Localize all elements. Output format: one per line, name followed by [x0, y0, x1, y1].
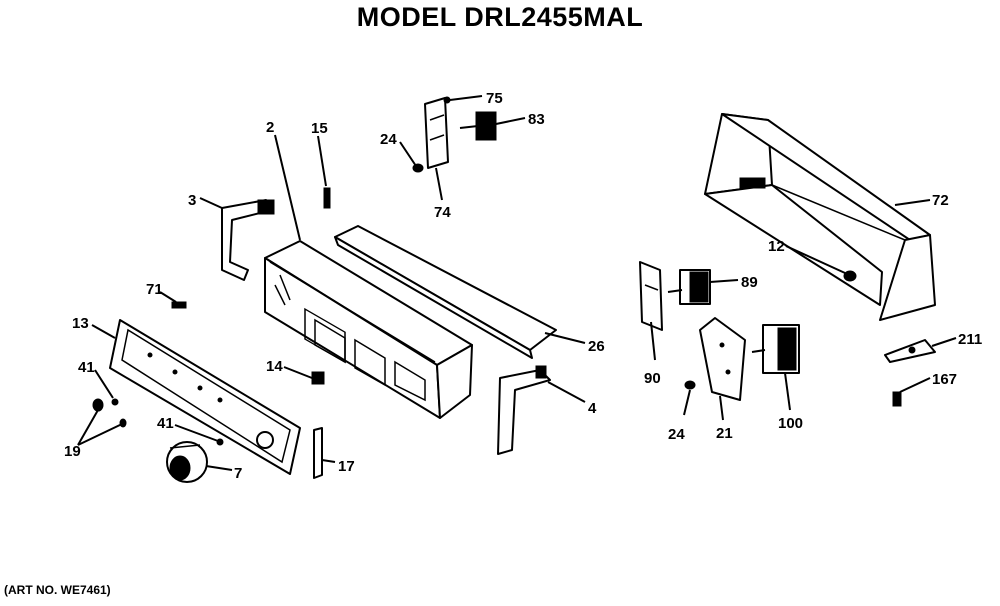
callout-83: 83	[528, 111, 545, 128]
callout-89: 89	[741, 274, 758, 291]
callout-14: 14	[266, 358, 283, 375]
leader-lines	[77, 95, 957, 471]
callout-24-upper: 24	[380, 131, 397, 148]
callout-211: 211	[958, 331, 982, 348]
callout-17: 17	[338, 458, 355, 475]
timer-100-part	[751, 324, 800, 374]
mounting-plate-21-part	[699, 317, 746, 401]
control-panel-face-part	[109, 319, 301, 475]
diagram-title: MODEL DRL2455MAL	[356, 2, 644, 32]
screw-167-part	[892, 391, 902, 407]
screw-71-part	[171, 301, 187, 309]
callout-21: 21	[716, 425, 733, 442]
bracket-90-part	[639, 261, 663, 331]
callout-41-left: 41	[78, 359, 95, 376]
callout-90: 90	[644, 370, 661, 387]
callout-74: 74	[434, 204, 451, 221]
callout-12: 12	[768, 238, 785, 255]
callout-24-lower: 24	[668, 426, 685, 443]
callout-100: 100	[778, 415, 803, 432]
hinge-211-part	[884, 339, 936, 363]
screw-15-part	[317, 135, 331, 209]
callout-71: 71	[146, 281, 163, 298]
timer-knob-part	[166, 441, 208, 483]
control-console-part	[264, 240, 473, 419]
callout-4: 4	[588, 400, 597, 417]
callout-3: 3	[188, 192, 196, 209]
top-cover-part	[334, 225, 557, 359]
callout-7: 7	[234, 465, 242, 482]
callout-13: 13	[72, 315, 89, 332]
callout-19: 19	[64, 443, 81, 460]
callout-2: 2	[266, 119, 274, 136]
right-end-bracket-part	[497, 365, 551, 455]
callout-15: 15	[311, 120, 328, 137]
clip-19-part	[92, 398, 127, 428]
callout-72: 72	[932, 192, 949, 209]
callout-labels: 2 15 3 71 13 41 19 41 7 14 17 24 75 83 7…	[64, 90, 982, 482]
art-number-note: (ART NO. WE7461)	[4, 583, 111, 597]
rear-panel-part	[704, 113, 936, 321]
screw-14-part	[311, 371, 325, 385]
screw-24-right-part	[684, 380, 696, 390]
callout-41-lower: 41	[157, 415, 174, 432]
switch-89-part	[667, 269, 711, 305]
grommet-12-part	[843, 270, 857, 282]
callout-167: 167	[932, 371, 957, 388]
switch-bracket-assembly	[412, 96, 497, 173]
clip-41-part	[111, 398, 224, 446]
clip-17-part	[313, 427, 323, 479]
left-end-bracket-part	[221, 199, 275, 281]
callout-75: 75	[486, 90, 503, 107]
callout-26: 26	[588, 338, 605, 355]
